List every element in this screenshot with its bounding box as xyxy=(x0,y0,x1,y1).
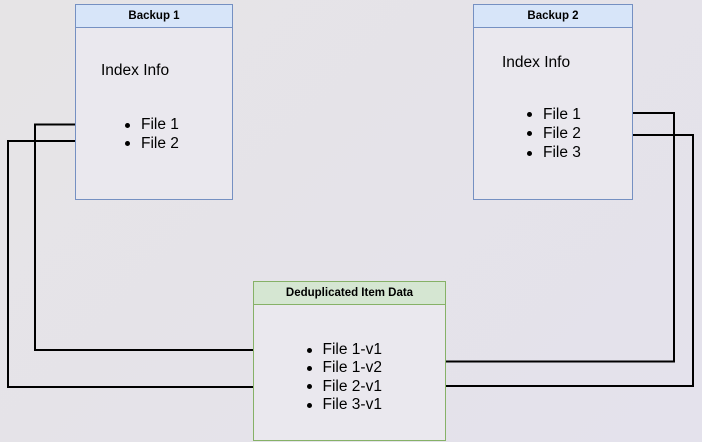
list-item-label: File 1-v2 xyxy=(322,359,382,377)
list-item-label: File 2-v1 xyxy=(322,377,382,395)
list-item-label: File 1 xyxy=(543,105,581,123)
bullet-icon xyxy=(306,384,312,390)
list-item-label: File 1 xyxy=(141,116,179,134)
list-item: File 3-v1 xyxy=(306,396,382,414)
list-item: File 1-v2 xyxy=(306,359,382,377)
bullet-icon xyxy=(527,131,532,137)
list-item: File 1 xyxy=(125,116,179,135)
list-item-label: File 1-v1 xyxy=(322,341,382,359)
list-item: File 1 xyxy=(527,105,581,124)
list-item: File 3 xyxy=(527,144,581,163)
list-item-label: File 3 xyxy=(543,144,581,162)
list-item: File 2-v1 xyxy=(306,377,382,396)
list-item-label: File 3-v1 xyxy=(322,396,382,414)
bullet-icon xyxy=(125,122,130,128)
backup1-title: Backup 1 xyxy=(76,5,232,28)
list-item: File 1-v1 xyxy=(306,341,382,359)
backup1-index-info-label: Index Info xyxy=(101,62,170,79)
list-item-label: File 2 xyxy=(543,124,581,142)
dedup-title: Deduplicated Item Data xyxy=(254,282,445,305)
bullet-icon xyxy=(527,150,532,156)
bullet-icon xyxy=(306,365,312,371)
list-item-label: File 2 xyxy=(141,134,179,152)
backup2-title: Backup 2 xyxy=(474,5,632,28)
bullet-icon xyxy=(527,112,532,118)
bullet-icon xyxy=(306,402,312,408)
list-item: File 2 xyxy=(125,135,179,154)
bullet-icon xyxy=(125,141,130,147)
backup2-index-info-label: Index Info xyxy=(502,54,571,71)
list-item: File 2 xyxy=(527,124,581,143)
bullet-icon xyxy=(306,347,312,353)
